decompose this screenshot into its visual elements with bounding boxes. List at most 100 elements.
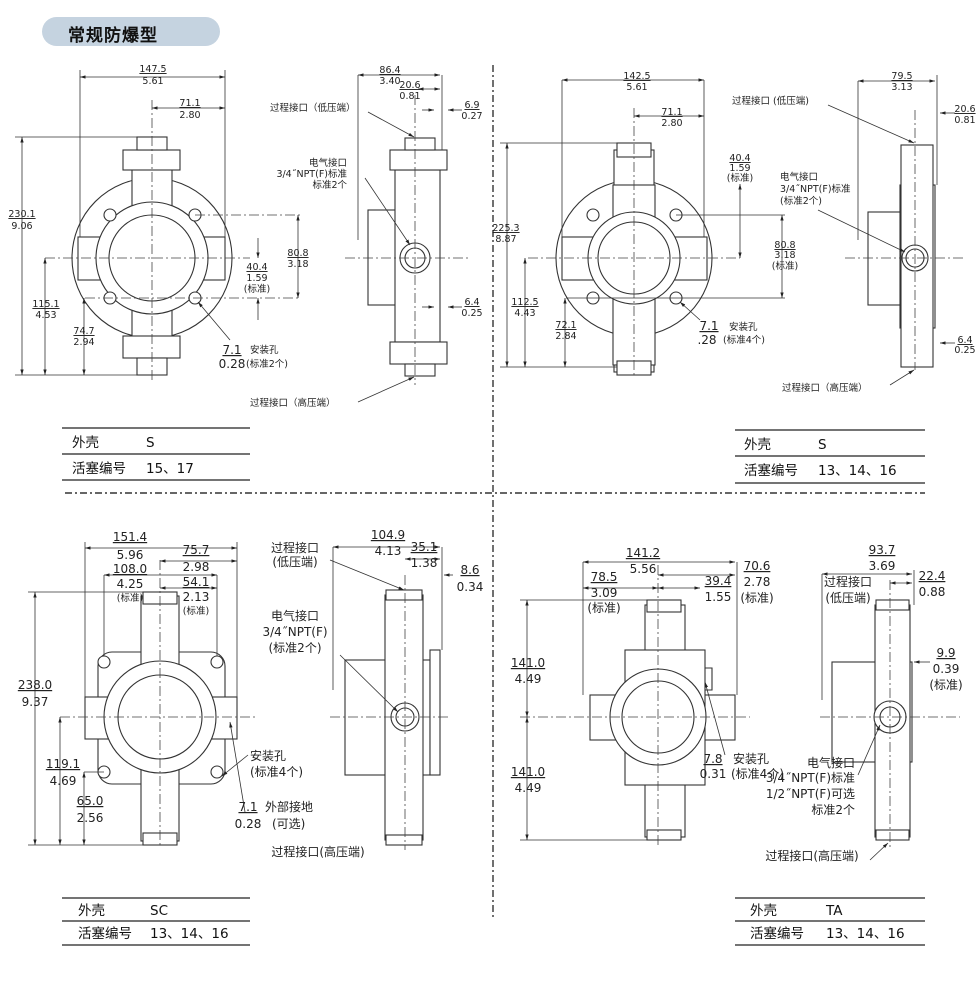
dimension-label-depth-in: 4.13 bbox=[375, 544, 402, 558]
spec-table-cell-housing: TA bbox=[825, 903, 843, 919]
dimension-label-height-in: 8.87 bbox=[495, 234, 516, 245]
tl-side-view bbox=[345, 73, 470, 403]
dimension-label-bot-off-in: 0.25 bbox=[954, 345, 975, 356]
spec-table-cell-piston: 13、14、16 bbox=[818, 463, 897, 479]
spec-table-cell-piston-label: 活塞编号 bbox=[744, 462, 798, 479]
dimension-label-ground-in: 0.28 bbox=[235, 817, 262, 831]
dimension-label-elec-2: 3/4˝NPT(F)标准 bbox=[276, 168, 347, 180]
dimension-label-half-mm: 71.1 bbox=[661, 107, 682, 118]
dimension-label-elec-off-mm: 9.9 bbox=[936, 646, 955, 660]
dimension-label-hole-label: 安装孔 bbox=[733, 751, 769, 766]
dimension-label-offset-note: (标准) bbox=[727, 172, 753, 184]
dimension-label-hole-label: 安装孔 bbox=[250, 344, 279, 356]
dimension-label-center-mm: 115.1 bbox=[32, 299, 59, 310]
dimension-label-top-off-in: 0.27 bbox=[461, 111, 482, 122]
dimension-label-elec-4: 标准2个 bbox=[811, 803, 855, 817]
dimension-label-hole-note: (标准4个) bbox=[723, 334, 765, 346]
dimension-label-elec-3: (标准2个) bbox=[269, 641, 322, 655]
dimension-label-high-port: 过程接口（高压端） bbox=[782, 382, 868, 394]
dimension-label-holes-half-in: 2.13 bbox=[183, 590, 210, 604]
spec-table-cell-piston: 13、14、16 bbox=[826, 926, 905, 942]
dimension-label-width-in: 5.61 bbox=[142, 76, 163, 87]
dimension-label-lower-mm: 65.0 bbox=[77, 794, 104, 808]
dimension-label-ground-mm: 7.1 bbox=[238, 800, 257, 814]
dimension-label-depth-mm: 93.7 bbox=[869, 543, 896, 557]
dimension-label-ground-label: 外部接地 bbox=[265, 799, 313, 814]
dimension-label-low-port: 过程接口 (低压端) bbox=[732, 95, 809, 107]
dimension-label-height-in: 9.37 bbox=[22, 695, 49, 709]
dimension-label-half-in: 2.98 bbox=[183, 560, 210, 574]
dimension-label-depth-in: 3.13 bbox=[891, 82, 912, 93]
dimension-label-hole-note: (标准4个) bbox=[731, 767, 784, 781]
dimension-label-port-off-mm: 20.6 bbox=[954, 104, 975, 115]
dimension-label-width-mm: 141.2 bbox=[626, 546, 660, 560]
dimension-label-width-mm: 147.5 bbox=[139, 64, 166, 75]
dimension-label-elec-3: 标准2个 bbox=[312, 179, 347, 191]
dimension-label-depth-in: 3.40 bbox=[379, 76, 400, 87]
dimension-label-low-port-2: (低压端) bbox=[272, 555, 317, 569]
dimension-label-port-off-in: 0.88 bbox=[919, 585, 946, 599]
dimension-label-elec-2: 3/4˝NPT(F)标准 bbox=[766, 771, 855, 785]
dimension-label-height-mm: 238.0 bbox=[18, 678, 52, 692]
dimension-label-upper-in: 4.49 bbox=[515, 672, 542, 686]
dimension-label-depth-mm: 104.9 bbox=[371, 528, 405, 542]
dimension-label-port-off-in: 1.38 bbox=[411, 556, 438, 570]
dimension-label-elec-off-note: (标准) bbox=[929, 678, 962, 692]
dimension-label-offset-in: 1.59 bbox=[729, 163, 750, 174]
dimension-label-bot-off-in: 0.25 bbox=[461, 308, 482, 319]
dimension-label-elec-3: (标准2个) bbox=[780, 195, 822, 207]
dimension-label-offset-note: (标准) bbox=[244, 283, 270, 295]
dimension-label-port-off-in: 0.81 bbox=[399, 91, 420, 102]
spec-table-cell-housing-label: 外壳 bbox=[750, 903, 777, 919]
dimension-label-top-off-mm: 8.6 bbox=[460, 563, 479, 577]
dimension-label-elec-1: 电气接口 bbox=[271, 608, 319, 623]
dimension-label-center-mm: 119.1 bbox=[46, 757, 80, 771]
dimension-label-right-mm: 70.6 bbox=[744, 559, 771, 573]
dimension-label-holes-span-note: (标准) bbox=[772, 260, 798, 272]
dimension-label-lower-in: 4.49 bbox=[515, 781, 542, 795]
dimension-label-half-in: 2.80 bbox=[661, 118, 682, 129]
spec-table-cell-piston-label: 活塞编号 bbox=[72, 460, 126, 477]
dimension-label-half-mm: 71.1 bbox=[179, 98, 200, 109]
dimension-label-hole-label: 安装孔 bbox=[729, 321, 758, 333]
dimension-label-hole-in: .28 bbox=[697, 333, 716, 347]
dimension-label-bot-off-mm: 6.4 bbox=[464, 297, 479, 308]
dimension-label-low-port-1: 过程接口 bbox=[824, 574, 872, 589]
dimension-label-hole-note: (标准4个) bbox=[250, 765, 303, 779]
dimension-label-left-mm: 78.5 bbox=[591, 570, 618, 584]
dimension-label-offset-in: 1.59 bbox=[246, 273, 267, 284]
dimension-label-holes-w-mm: 108.0 bbox=[113, 562, 147, 576]
dimension-label-bot-off-mm: 6.4 bbox=[957, 335, 972, 346]
section-title-banner: 常规防爆型 bbox=[42, 17, 220, 46]
dimension-label-lower-in: 2.94 bbox=[73, 337, 94, 348]
dimension-label-low-port-2: (低压端) bbox=[825, 591, 870, 605]
dimension-label-top-off-in: 0.34 bbox=[457, 580, 484, 594]
dimension-label-left-note: (标准) bbox=[587, 601, 620, 615]
dimension-label-elec-2: 3/4˝NPT(F)标准 bbox=[780, 183, 851, 195]
dimension-label-width-in: 5.61 bbox=[626, 82, 647, 93]
dimension-label-center-in: 4.69 bbox=[50, 774, 77, 788]
spec-table-cell-piston: 13、14、16 bbox=[150, 926, 229, 942]
dimension-label-low-port-1: 过程接口 bbox=[271, 540, 319, 555]
dimension-label-center-in: 4.53 bbox=[35, 310, 56, 321]
dimension-label-left-in: 3.09 bbox=[591, 586, 618, 600]
dimension-label-hole-note: (标准2个) bbox=[246, 358, 288, 370]
dimension-label-half-mm: 75.7 bbox=[183, 543, 210, 557]
dimension-label-elec-1: 电气接口 bbox=[780, 171, 818, 183]
dimension-label-holes-w-in: 4.25 bbox=[117, 577, 144, 591]
dimension-label-elec-1: 电气接口 bbox=[807, 755, 855, 770]
tr-front-view bbox=[500, 78, 785, 378]
dimension-label-lower-in: 2.84 bbox=[555, 331, 576, 342]
dimension-label-lower-mm: 74.7 bbox=[73, 326, 94, 337]
dimension-label-height-in: 9.06 bbox=[11, 221, 32, 232]
dimension-label-inner-mm: 39.4 bbox=[705, 574, 732, 588]
dimension-label-port-off-mm: 20.6 bbox=[399, 80, 420, 91]
spec-table-cell-housing-label: 外壳 bbox=[744, 437, 771, 453]
dimension-label-width-mm: 142.5 bbox=[623, 71, 650, 82]
dimension-label-hole-in: 0.31 bbox=[700, 767, 727, 781]
section-title: 常规防爆型 bbox=[68, 26, 158, 46]
dimension-label-port-off-in: 0.81 bbox=[954, 115, 975, 126]
dimension-label-elec-off-in: 0.39 bbox=[933, 662, 960, 676]
dimension-label-holes-span-in: 3.18 bbox=[287, 259, 308, 270]
dimension-label-hole-in: 0.28 bbox=[219, 357, 246, 371]
